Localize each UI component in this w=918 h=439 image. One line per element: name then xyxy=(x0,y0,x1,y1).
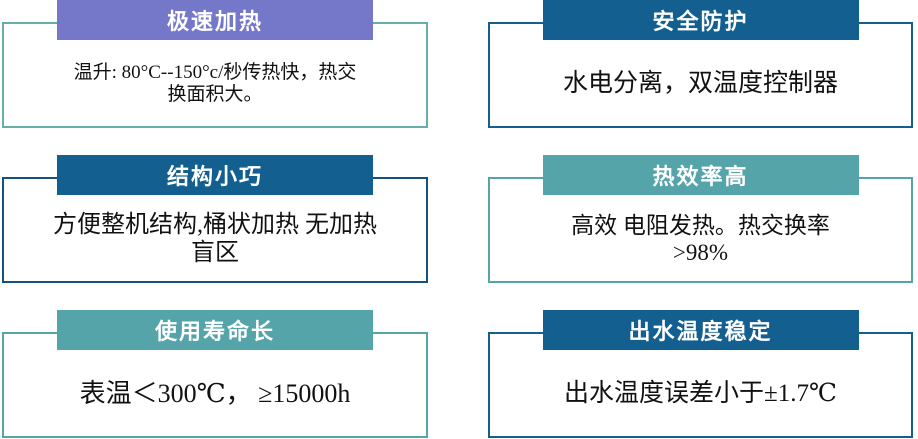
card-title: 极速加热 xyxy=(166,9,263,34)
card-title: 使用寿命长 xyxy=(154,319,275,344)
card-title: 热效率高 xyxy=(652,164,749,189)
card-title: 出水温度稳定 xyxy=(628,319,773,344)
card-title: 安全防护 xyxy=(652,9,749,34)
card-header: 安全防护 xyxy=(542,0,859,40)
card-header: 热效率高 xyxy=(542,155,859,195)
feature-card-long-service-life: 表温＜300℃， ≥15000h 使用寿命长 xyxy=(2,310,428,439)
card-header: 极速加热 xyxy=(57,0,373,40)
card-body: 方便整机结构,桶状加热 无加热 盲区 xyxy=(53,211,377,266)
card-header: 使用寿命长 xyxy=(57,310,373,350)
feature-card-stable-outlet-temperature: 出水温度误差小于±1.7℃ 出水温度稳定 xyxy=(488,310,913,439)
card-title: 结构小巧 xyxy=(166,164,263,189)
card-body: 高效 电阻发热。热交换率 >98% xyxy=(571,212,830,265)
feature-card-high-thermal-efficiency: 高效 电阻发热。热交换率 >98% 热效率高 xyxy=(488,155,913,310)
card-body: 温升: 80°C--150°c/秒传热快，热交 换面积大。 xyxy=(73,61,357,105)
feature-card-compact-structure: 方便整机结构,桶状加热 无加热 盲区 结构小巧 xyxy=(2,155,428,310)
card-body: 表温＜300℃， ≥15000h xyxy=(79,378,351,408)
card-body: 水电分离，双温度控制器 xyxy=(562,70,838,98)
card-body: 出水温度误差小于±1.7℃ xyxy=(564,380,837,408)
feature-card-safety-protection: 水电分离，双温度控制器 安全防护 xyxy=(488,0,913,155)
feature-card-rapid-heating: 温升: 80°C--150°c/秒传热快，热交 换面积大。 极速加热 xyxy=(2,0,428,155)
card-header: 出水温度稳定 xyxy=(542,310,859,350)
card-header: 结构小巧 xyxy=(57,155,373,195)
